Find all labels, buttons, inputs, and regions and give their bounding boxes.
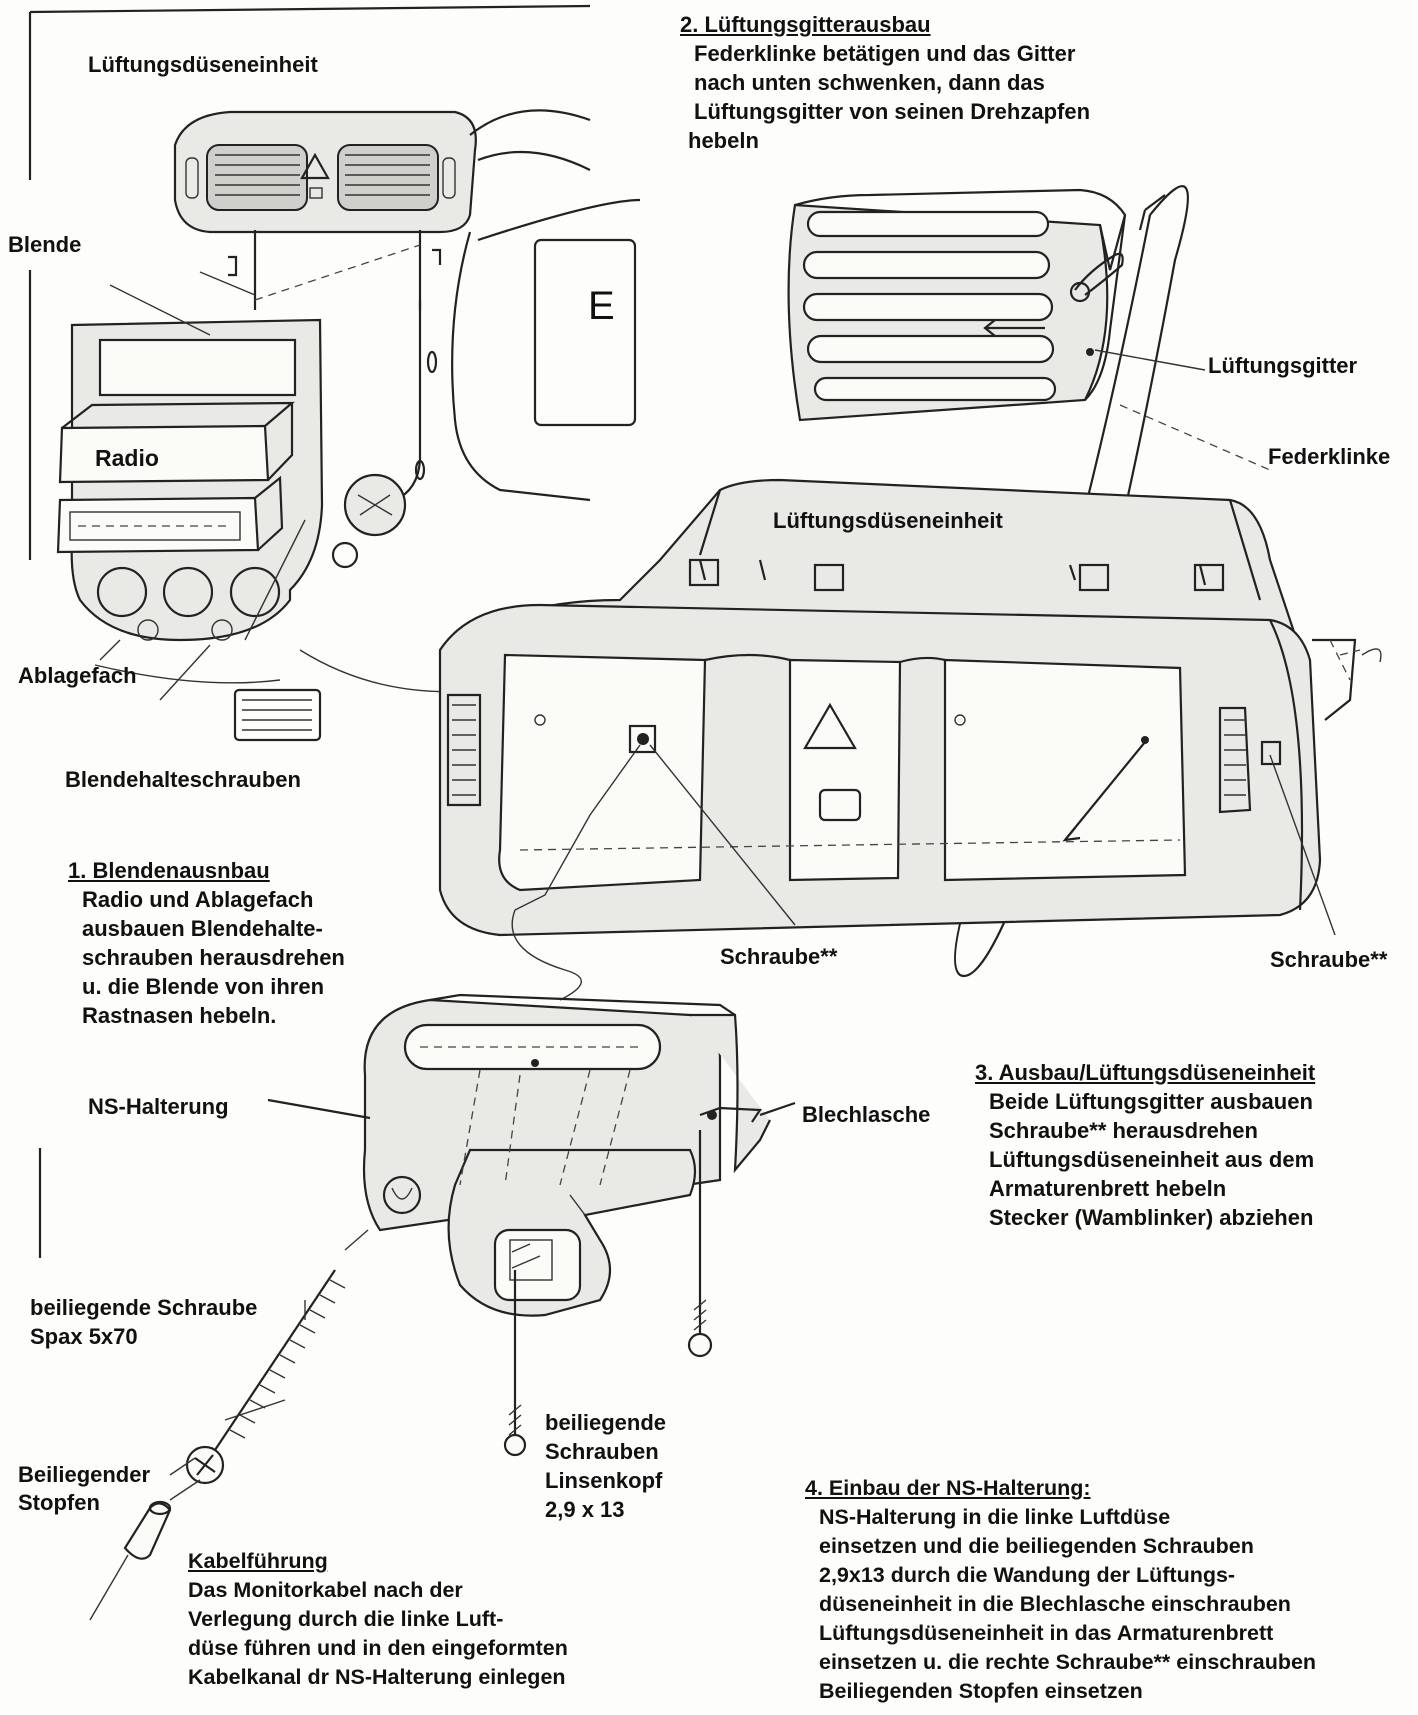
step1-line: ausbauen Blendehalte- <box>82 916 323 941</box>
step4-line: einsetzen und die beiliegenden Schrauben <box>819 1534 1254 1558</box>
step3-line: Lüftungsdüseneinheit aus dem <box>989 1147 1315 1172</box>
step3-line: Schraube** herausdrehen <box>989 1118 1258 1143</box>
kabel-title: Kabelführung <box>188 1549 328 1573</box>
label-schraube-right: Schraube** <box>1270 947 1388 972</box>
label-lueftungsgitter: Lüftungsgitter <box>1208 353 1358 378</box>
step4-line: düseneinheit in die Blechlasche einschra… <box>819 1592 1291 1616</box>
step2-line: nach unten schwenken, dann das <box>694 70 1045 95</box>
step4-block: 4. Einbau der NS-Halterung: NS-Halterung… <box>805 1474 1316 1706</box>
label-blende: Blende <box>8 232 82 257</box>
step1-line: schrauben herausdrehen <box>82 945 345 970</box>
label-lueftungsduese-mid: Lüftungsdüseneinheit <box>773 508 1003 533</box>
label-federklinke: Federklinke <box>1268 444 1391 469</box>
step1-line: Rastnasen hebeln. <box>82 1003 277 1028</box>
step2-title: 2. Lüftungsgitterausbau <box>680 12 931 37</box>
frame-top-line <box>29 4 591 14</box>
grille-drawing <box>787 185 1271 978</box>
kabel-line: Verlegung durch die linke Luft- <box>188 1607 504 1631</box>
step4-line: Lüftungsdüseneinheit in das Armaturenbre… <box>819 1621 1274 1645</box>
step3-line: Armaturenbrett hebeln <box>989 1176 1227 1201</box>
label-lueftungsduese-top: Lüftungsdüseneinheit <box>88 52 318 77</box>
label-radio: Radio <box>95 445 159 471</box>
label-dash-letter: E <box>588 284 615 328</box>
step4-line: Beiliegenden Stopfen einsetzen <box>819 1679 1143 1703</box>
step3-title: 3. Ausbau/Lüftungsdüseneinheit <box>975 1060 1316 1085</box>
kabel-line: Kabelkanal dr NS-Halterung einlegen <box>188 1665 566 1689</box>
kabel-line: Das Monitorkabel nach der <box>188 1578 463 1602</box>
step4-line: NS-Halterung in die linke Luftdüse <box>819 1505 1171 1529</box>
step1-block: 1. Blendenausnbau Radio und Ablagefach a… <box>68 856 345 1030</box>
label-stopfen-1: Beiliegender <box>18 1462 151 1487</box>
label-linsenkopf-4: 2,9 x 13 <box>545 1497 625 1522</box>
label-blendehalteschrauben: Blendehalteschrauben <box>65 767 301 792</box>
step2-line: hebeln <box>688 128 759 153</box>
step1-line: u. die Blende von ihren <box>82 974 325 999</box>
step3-line: Beide Lüftungsgitter ausbauen <box>989 1089 1313 1114</box>
label-blechlasche: Blechlasche <box>802 1102 931 1127</box>
label-linsenkopf-3: Linsenkopf <box>545 1468 663 1493</box>
dashboard-left-drawing <box>56 109 641 742</box>
label-stopfen-2: Stopfen <box>18 1490 100 1515</box>
step2-line: Federklinke betätigen und das Gitter <box>694 41 1076 66</box>
step3-block: 3. Ausbau/Lüftungsdüseneinheit Beide Lüf… <box>975 1058 1315 1232</box>
label-ablagefach: Ablagefach <box>18 663 137 688</box>
step1-line: Radio und Ablagefach <box>82 887 314 912</box>
kabel-line: düse führen und in den eingeformten <box>188 1636 568 1660</box>
label-schraube-spax-1: beiliegende Schraube <box>30 1295 258 1320</box>
label-linsenkopf-1: beiliegende <box>545 1410 667 1435</box>
label-schraube-left: Schraube** <box>720 944 838 969</box>
step1-title: 1. Blendenausnbau <box>68 858 270 883</box>
label-ns-halterung: NS-Halterung <box>88 1094 229 1119</box>
kabel-block: Kabelführung Das Monitorkabel nach der V… <box>188 1547 568 1692</box>
label-schraube-spax-2: Spax 5x70 <box>30 1324 138 1349</box>
step2-line: Lüftungsgitter von seinen Drehzapfen <box>694 99 1091 124</box>
ns-holder-drawing <box>89 909 796 1621</box>
step2-block: 2. Lüftungsgitterausbau Federklinke betä… <box>680 10 1090 155</box>
label-linsenkopf-2: Schrauben <box>545 1439 659 1464</box>
step4-line: einsetzen u. die rechte Schraube** einsc… <box>819 1650 1317 1674</box>
vent-unit-drawing <box>438 478 1382 937</box>
step3-line: Stecker (Wamblinker) abziehen <box>989 1205 1314 1230</box>
step4-title: 4. Einbau der NS-Halterung: <box>805 1476 1091 1500</box>
step4-line: 2,9x13 durch die Wandung der Lüftungs- <box>819 1563 1236 1587</box>
